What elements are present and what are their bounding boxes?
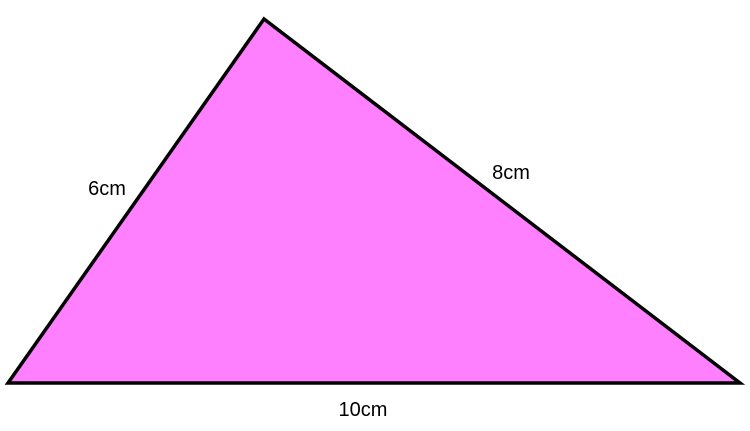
right-side-label: 8cm: [492, 162, 530, 184]
left-side-label: 6cm: [88, 178, 126, 200]
base-label: 10cm: [339, 399, 388, 421]
triangle-shape: [4, 16, 746, 385]
